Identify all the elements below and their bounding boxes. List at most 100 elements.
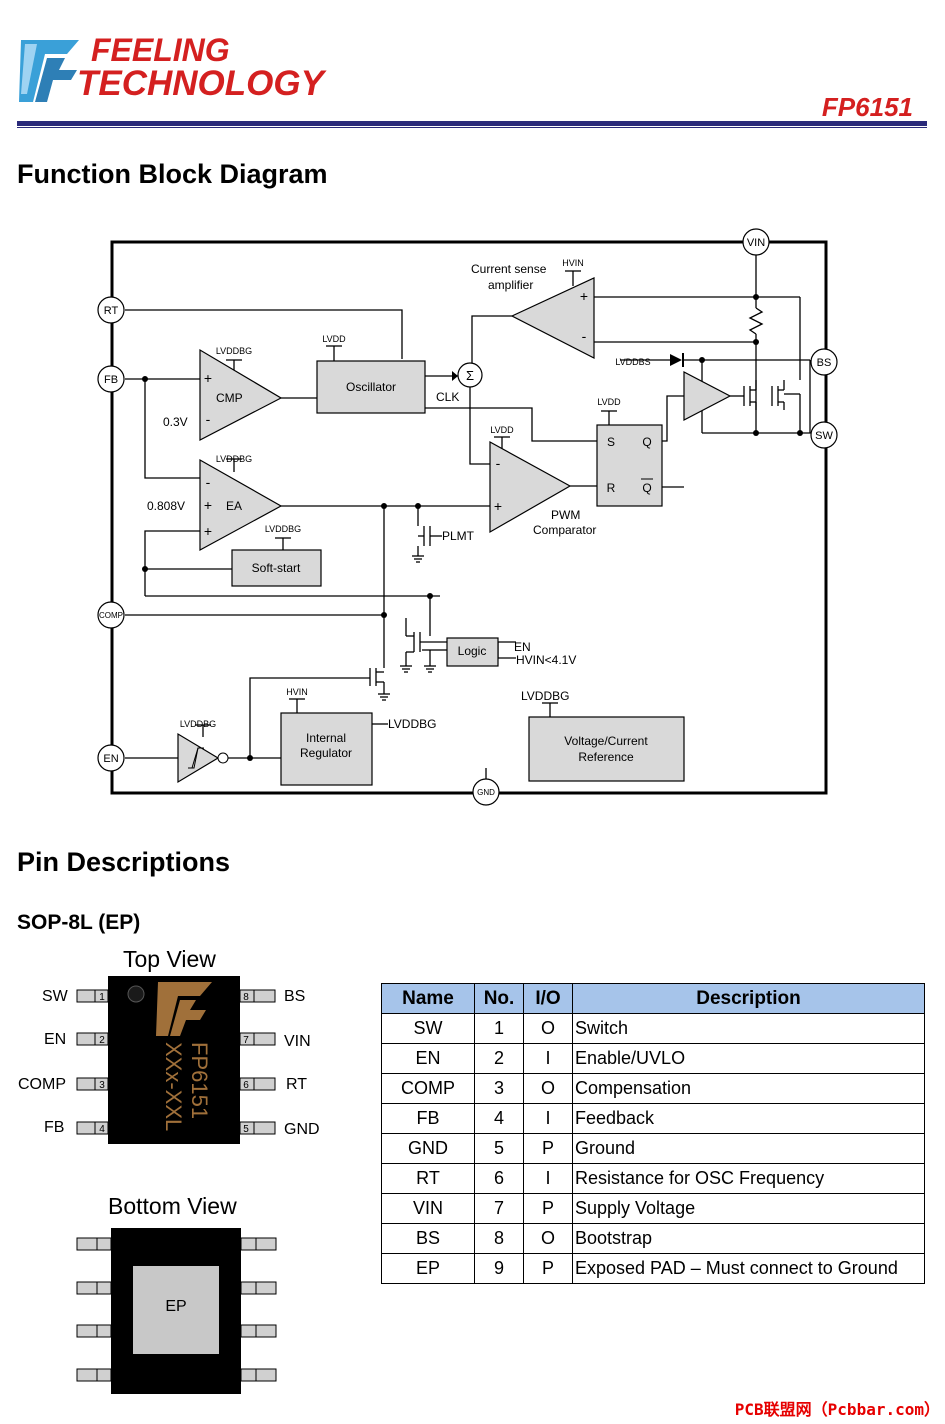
part-number: FP6151 <box>821 92 913 122</box>
pin-en-label: EN <box>103 753 118 765</box>
logo-line2: TECHNOLOGY <box>77 64 324 103</box>
pin-rt-label: RT <box>104 305 119 317</box>
svg-text:-: - <box>582 328 587 344</box>
pwm-label-2: Comparator <box>533 523 596 537</box>
softstart-label: Soft-start <box>252 561 301 575</box>
top-view-package: 1 2 3 4 8 7 6 5 SW EN COMP FB BS VIN RT … <box>18 976 320 1144</box>
csa-supply: HVIN <box>562 258 584 268</box>
section-title-block-diagram: Function Block Diagram <box>17 159 328 189</box>
current-sense-label-2: amplifier <box>488 278 533 292</box>
pin-sw <box>810 421 838 449</box>
logo-emblem-icon <box>19 40 79 102</box>
col-no: No. <box>474 983 524 1014</box>
pin-name-vin: VIN <box>284 1033 311 1050</box>
reference-label-2: Reference <box>578 750 634 764</box>
header-rule-thin <box>17 127 927 128</box>
pin-name-sw: SW <box>42 988 69 1005</box>
pin-num-3: 3 <box>99 1080 105 1091</box>
svg-text:-: - <box>496 455 501 471</box>
pwm-comparator <box>489 440 572 534</box>
regulator-out-label: LVDDBG <box>388 717 436 731</box>
cmp-amplifier <box>199 348 283 441</box>
pin-rt <box>97 296 125 324</box>
svg-text:+: + <box>580 288 588 304</box>
current-sense-label-1: Current sense <box>471 262 547 276</box>
watermark: PCB联盟网（Pcbbar.com） <box>734 1400 940 1419</box>
sr-qbar-label: Q <box>642 481 651 495</box>
logo-line1: FEELING <box>91 32 230 68</box>
pin-name-en: EN <box>44 1031 66 1048</box>
col-name: Name <box>381 983 475 1014</box>
summing-junction <box>457 362 483 388</box>
reference-block <box>528 716 685 782</box>
pin-gnd <box>472 778 500 806</box>
pin-vin-label: VIN <box>747 237 765 249</box>
svg-text:+: + <box>204 370 212 386</box>
svg-text:+: + <box>204 497 212 513</box>
marking-line2: XXx-XXL <box>161 1042 186 1131</box>
sr-r-label: R <box>607 481 616 495</box>
svg-text:+: + <box>204 523 212 539</box>
logic-en-label: EN <box>514 640 531 654</box>
ea-amplifier <box>199 458 283 552</box>
softstart-supply: LVDDBG <box>265 524 301 534</box>
pin-name-gnd: GND <box>284 1121 320 1138</box>
osc-supply: LVDD <box>322 334 346 344</box>
pin-en <box>97 744 125 772</box>
pin-num-8: 8 <box>243 992 249 1003</box>
function-block-diagram: VIN RT FB COMP EN BS SW GND Oscillator S… <box>97 228 838 806</box>
pin-name-bs: BS <box>284 988 305 1005</box>
softstart-block <box>231 549 322 587</box>
package-title: SOP-8L (EP) <box>17 911 141 934</box>
reference-supply-label: LVDDBG <box>521 689 569 703</box>
sr-supply: LVDD <box>597 397 621 407</box>
pin-name-rt: RT <box>286 1076 307 1093</box>
ref-03v: 0.3V <box>163 415 188 429</box>
pin-num-4: 4 <box>99 1124 105 1135</box>
col-io: I/O <box>523 983 573 1014</box>
gate-driver <box>683 371 732 421</box>
col-description: Description <box>572 983 925 1014</box>
logic-label: Logic <box>458 644 487 658</box>
marking-line1: FP6151 <box>187 1042 212 1119</box>
pin-name-comp: COMP <box>18 1076 66 1093</box>
cmp-label: CMP <box>216 391 243 405</box>
reference-label-1: Voltage/Current <box>564 734 648 748</box>
bs-supply: LVDDBS <box>615 357 650 367</box>
ea-supply: LVDDBG <box>216 454 252 464</box>
sr-q-label: Q <box>642 435 651 449</box>
top-view-title: Top View <box>123 946 216 972</box>
ep-label: EP <box>165 1298 186 1315</box>
plmt-label: PLMT <box>442 529 475 543</box>
pin-num-6: 6 <box>243 1080 249 1091</box>
bottom-view-title: Bottom View <box>108 1193 237 1219</box>
ref-0808v: 0.808V <box>147 499 185 513</box>
section-title-pin-descriptions: Pin Descriptions <box>17 847 231 877</box>
pin-bs <box>810 348 838 376</box>
pin-fb <box>97 365 125 393</box>
clk-label: CLK <box>436 390 459 404</box>
logic-hvin-label: HVIN<4.1V <box>516 653 576 667</box>
pin-name-fb: FB <box>44 1119 64 1136</box>
sr-latch-block <box>596 424 663 507</box>
ea-label: EA <box>226 499 242 513</box>
svg-text:-: - <box>206 474 211 490</box>
pin-comp-label: COMP <box>99 611 123 620</box>
svg-text:-: - <box>206 411 211 427</box>
pwm-label-1: PWM <box>551 508 580 522</box>
pin-gnd-label: GND <box>477 788 495 797</box>
en-schmitt-buffer <box>177 732 220 784</box>
logic-block <box>446 637 499 667</box>
internal-regulator-block <box>280 712 373 786</box>
pin-comp <box>97 601 125 629</box>
pin-num-5: 5 <box>243 1124 249 1135</box>
pin-vin <box>742 228 770 256</box>
current-sense-amplifier <box>510 277 595 359</box>
